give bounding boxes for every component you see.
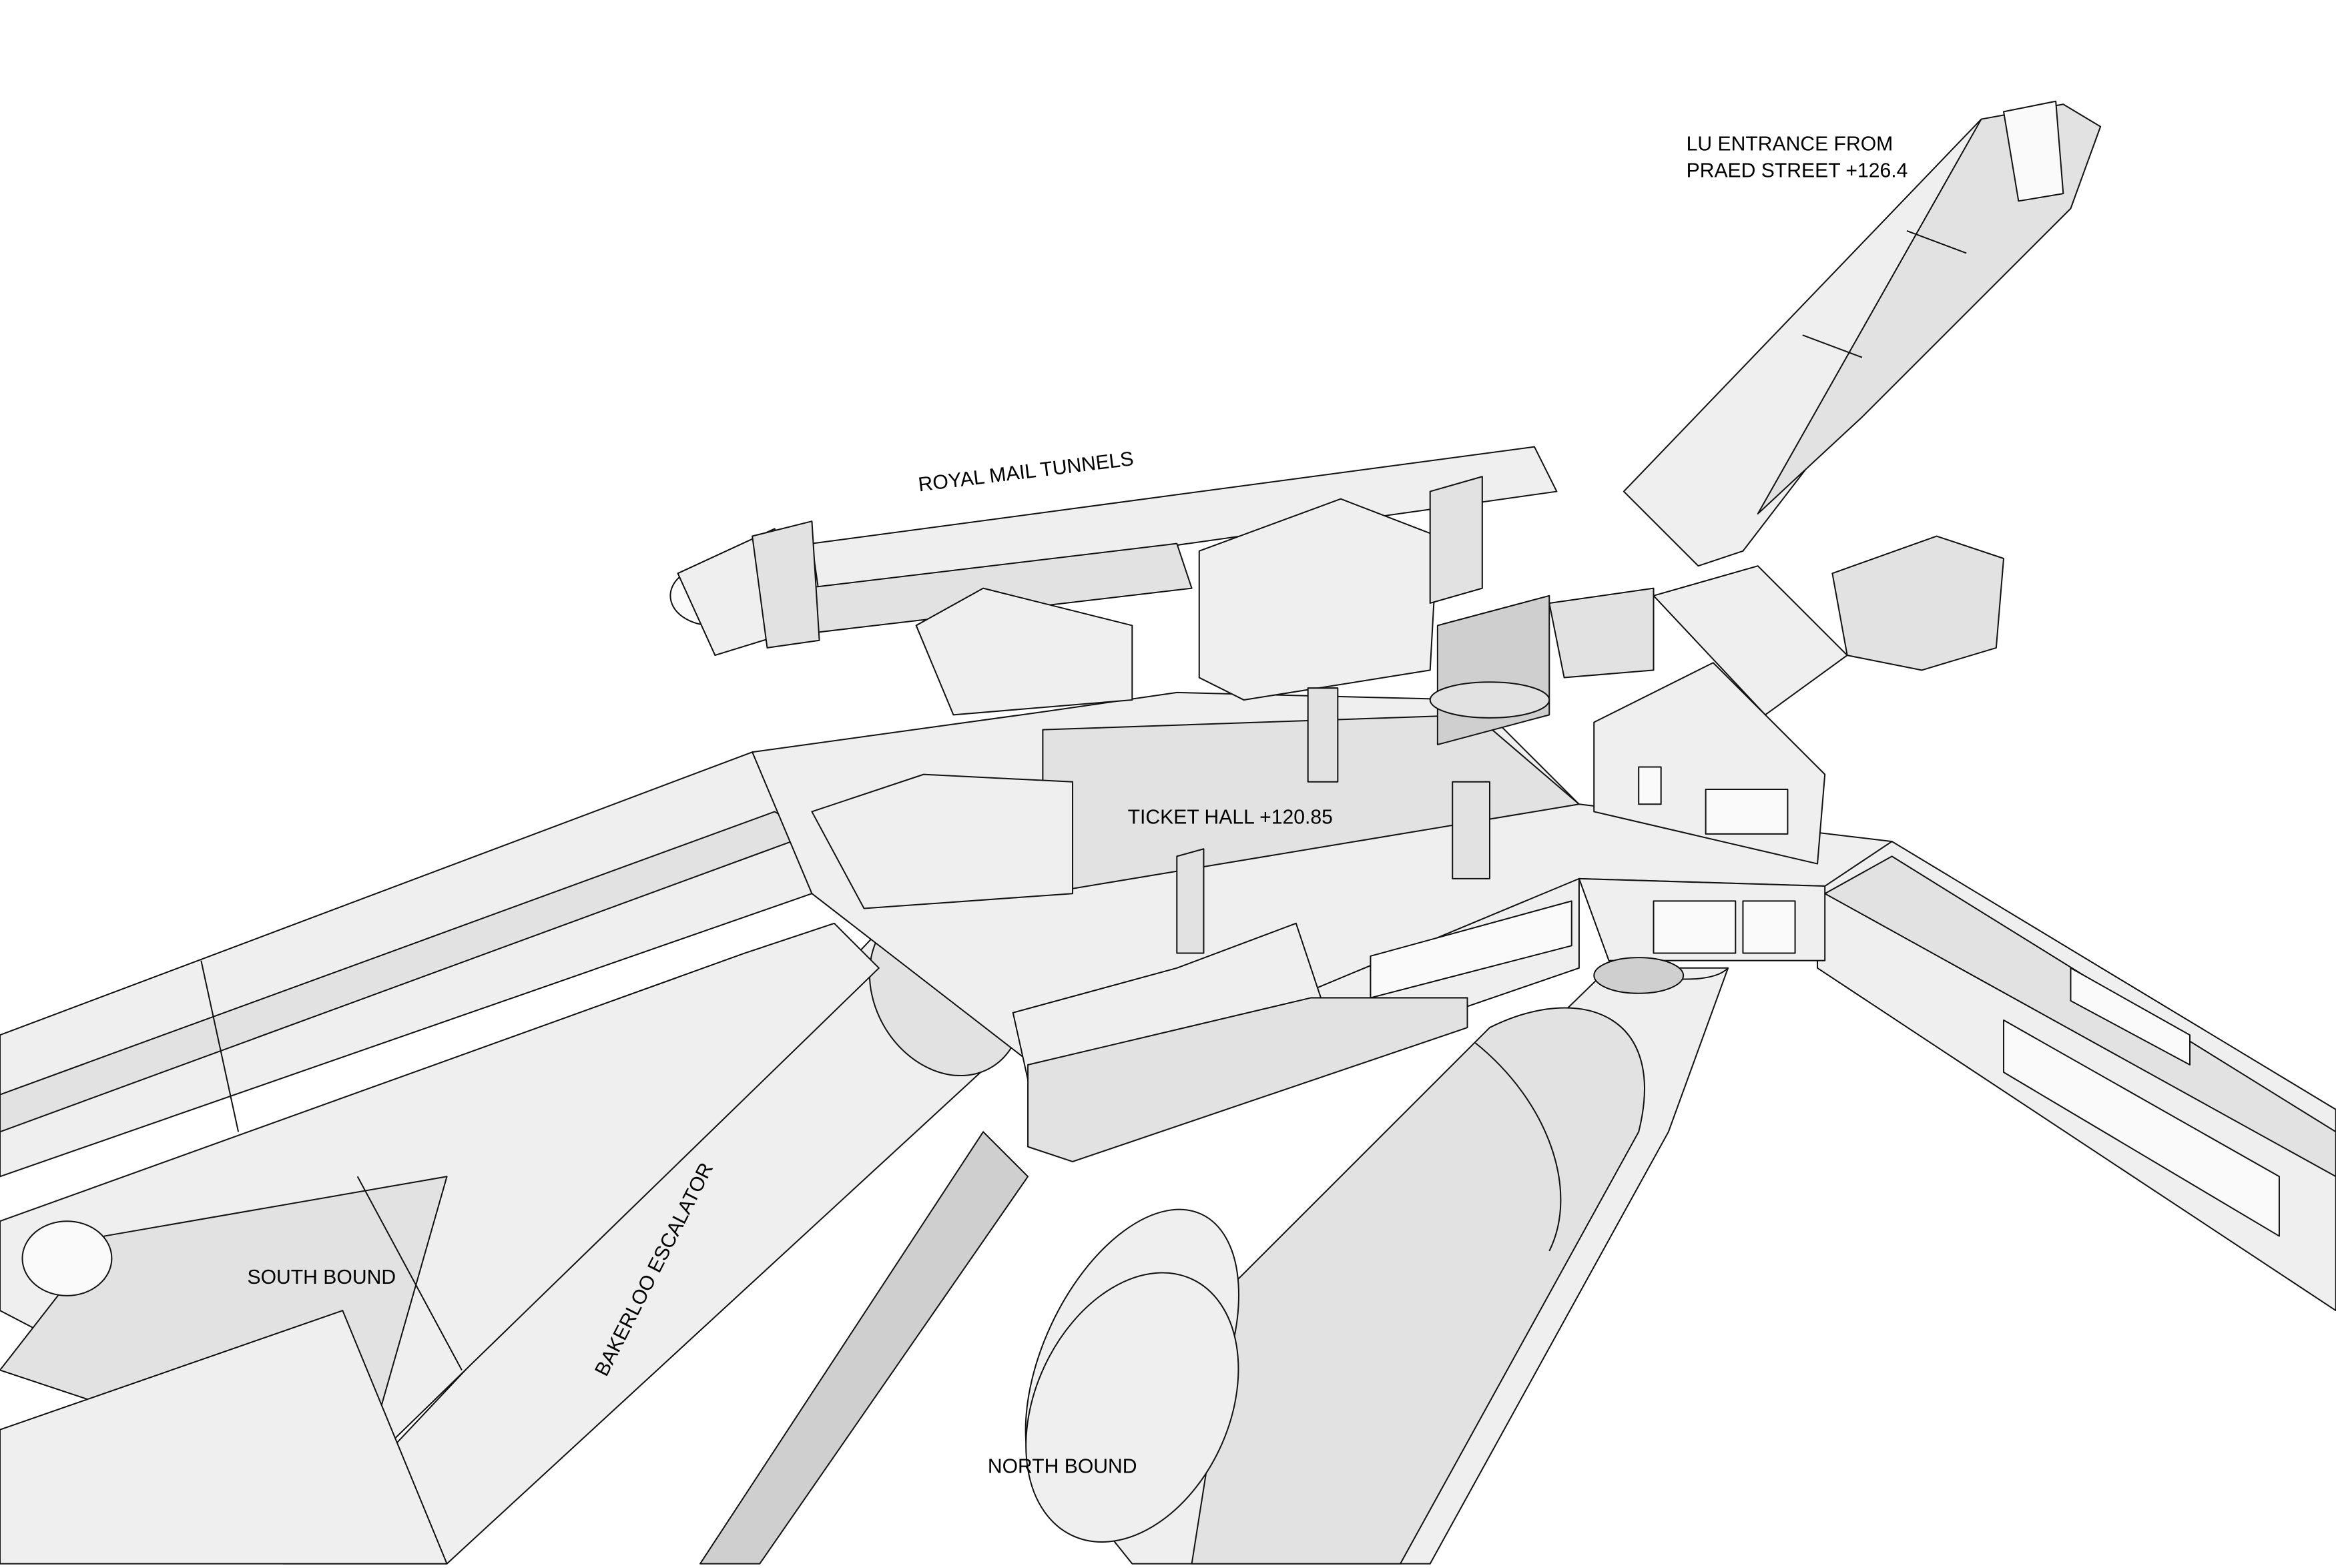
entrance-label-line1: LU ENTRANCE FROM	[1687, 133, 1893, 155]
ticket-hall-label: TICKET HALL +120.85	[1128, 806, 1333, 828]
royal-mail-tunnels-label: ROYAL MAIL TUNNELS	[917, 448, 1135, 496]
entrance-passage	[1623, 100, 2102, 567]
south-bound-tunnels	[0, 922, 880, 1565]
right-corridor	[1817, 841, 2336, 1312]
entrance-label-line2: PRAED STREET +126.4	[1687, 160, 1908, 182]
structures	[811, 476, 2005, 1162]
north-bound-tunnels	[1025, 967, 1729, 1565]
royal-mail-tunnels	[669, 446, 1655, 679]
south-bound-label: SOUTH BOUND	[248, 1266, 396, 1288]
north-bound-label: NORTH BOUND	[988, 1455, 1137, 1477]
